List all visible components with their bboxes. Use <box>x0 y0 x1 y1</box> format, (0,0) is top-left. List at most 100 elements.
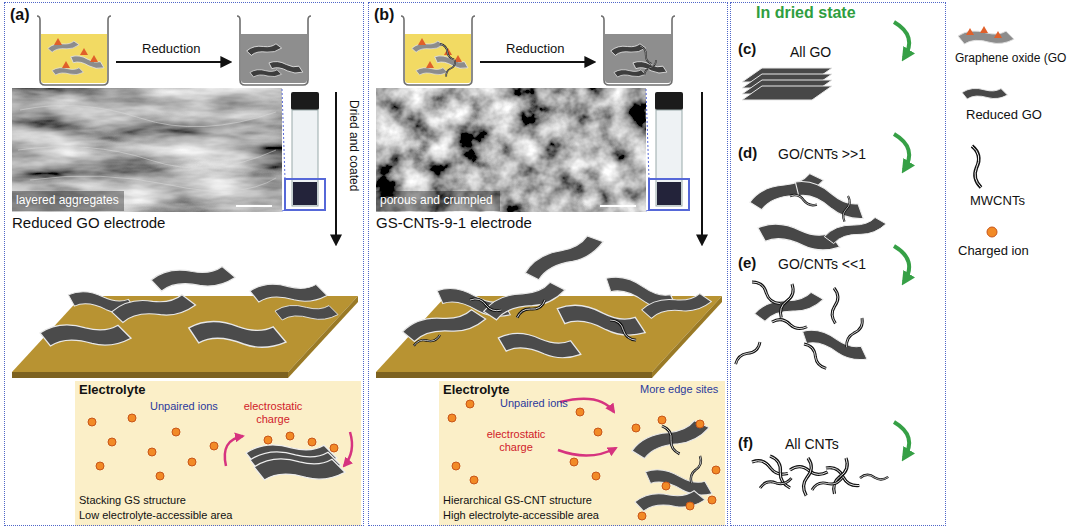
illustration-part <box>752 277 780 308</box>
illustration-part <box>330 444 338 452</box>
step-label: Reduction <box>506 42 565 57</box>
illustration-part <box>752 455 788 480</box>
illustration-part <box>966 28 974 35</box>
illustration-part <box>894 22 909 58</box>
illustration-part <box>282 210 285 211</box>
illustration-part <box>759 478 792 488</box>
illustration-part <box>172 428 180 436</box>
illustration-part <box>791 176 868 225</box>
illustration-part <box>188 458 196 466</box>
illustration-part <box>75 381 361 526</box>
illustration-part <box>894 246 909 282</box>
illustration-part <box>236 205 272 207</box>
illustration-part <box>275 305 338 320</box>
beaker-rgo <box>601 16 675 85</box>
sem-image: layered aggregates <box>12 88 282 212</box>
structure-note: Low electrolyte-accessible area <box>79 509 232 522</box>
illustration-part <box>826 462 859 492</box>
illustration-part <box>292 110 318 206</box>
illustration-part <box>401 307 487 344</box>
panel-letter: (c) <box>738 40 756 57</box>
illustration-part <box>658 416 666 424</box>
sem-image <box>12 88 282 212</box>
illustration-part <box>646 89 649 179</box>
illustration-part <box>772 315 807 334</box>
illustration-part <box>282 89 285 179</box>
legend-text: Reduced GO <box>966 108 1042 123</box>
edge-note: More edge sites <box>640 383 718 396</box>
illustration-part <box>156 472 164 480</box>
illustration-part <box>696 420 704 428</box>
illustration-part <box>12 191 124 211</box>
box-heading: Electrolyte <box>443 383 509 398</box>
illustration-part <box>560 399 614 412</box>
illustration-part <box>828 288 841 323</box>
illustration-part <box>286 432 294 440</box>
panel-frame: (a)layered aggregatesElectrolyteUnpaired… <box>4 2 364 526</box>
illustration-part <box>656 110 682 206</box>
illustration-part <box>570 458 578 466</box>
illustration-part <box>250 284 327 302</box>
illustration-part <box>12 372 288 378</box>
case-label: All GO <box>790 44 831 60</box>
illustration-part <box>804 341 826 372</box>
beaker-rgo <box>237 16 311 85</box>
illustration-part <box>470 476 478 484</box>
illustration-part <box>732 342 763 364</box>
illustration-part <box>481 278 567 323</box>
beaker-go <box>37 16 111 85</box>
illustration-part <box>646 210 649 211</box>
sem-image <box>376 88 646 212</box>
step-label: Dried and coated <box>346 100 360 191</box>
illustration-part <box>448 414 456 422</box>
panel-letter: (a) <box>10 6 30 24</box>
image-caption: layered aggregates <box>16 194 119 208</box>
illustration-part <box>285 179 325 210</box>
illustration-part <box>839 196 853 222</box>
illustration-part <box>811 478 844 490</box>
illustration-part <box>592 472 600 480</box>
charge-note: electrostatic charge <box>236 400 310 425</box>
illustration-part <box>649 179 689 210</box>
image-caption: porous and crumpled <box>380 194 493 208</box>
legend-text: Charged ion <box>958 244 1029 259</box>
charge-note: electrostatic charge <box>478 428 554 453</box>
illustration-part <box>522 231 606 284</box>
illustration-part <box>497 330 583 361</box>
illustration-part <box>642 60 659 75</box>
illustration-part <box>108 438 116 446</box>
illustration-part <box>662 424 680 457</box>
illustration-part <box>18 147 276 168</box>
illustration-part <box>210 442 218 450</box>
ion-icon <box>987 227 997 237</box>
illustration-part <box>30 176 276 191</box>
illustration-part <box>655 92 683 110</box>
illustration-part <box>470 294 501 316</box>
illustration-part <box>753 290 825 324</box>
illustration-part <box>376 191 500 211</box>
illustration-part <box>712 466 720 474</box>
illustration-part <box>188 319 288 350</box>
illustration-part <box>600 205 636 207</box>
structure-note: Hierarchical GS-CNT structure <box>443 494 592 507</box>
illustration-part <box>576 408 584 416</box>
panel-letter: (e) <box>738 254 756 271</box>
illustration-part <box>150 265 235 292</box>
illustration-part <box>894 134 909 170</box>
illustration-part <box>452 462 460 470</box>
illustration-part <box>742 68 832 100</box>
illustration-part <box>701 92 703 244</box>
illustration-part <box>376 372 652 378</box>
illustration-part <box>293 182 317 205</box>
illustration-part <box>555 301 648 341</box>
legend-text: MWCNTs <box>970 194 1025 209</box>
illustration-part <box>264 436 272 444</box>
illustration-part <box>96 462 104 470</box>
illustration-part <box>443 60 458 77</box>
illustration-part <box>686 456 705 483</box>
illustration-part <box>610 316 636 345</box>
illustration-part <box>466 400 474 408</box>
illustration-part <box>686 502 694 510</box>
panel-frame: (b)porous and crumpledElectrolyteUnpaire… <box>368 2 728 526</box>
illustration-part <box>128 414 136 422</box>
